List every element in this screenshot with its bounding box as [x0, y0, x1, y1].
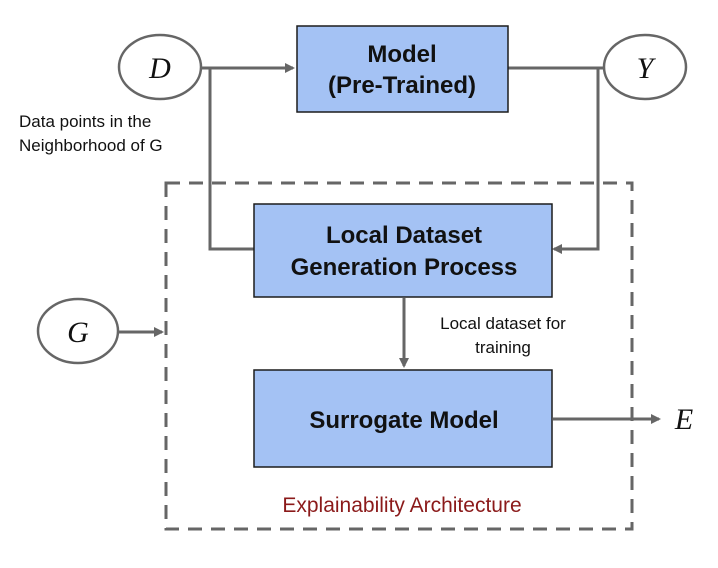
local-dataset-box-line1: Local Dataset [326, 222, 482, 249]
node-d-label: D [148, 52, 171, 85]
local-dataset-box [253, 203, 553, 298]
model-box [296, 25, 509, 113]
explainability-frame [164, 181, 634, 531]
node-y-label: Y [637, 52, 657, 85]
node-g [36, 297, 120, 365]
model-box-line2: (Pre-Trained) [328, 72, 476, 99]
node-e-label: E [674, 403, 693, 436]
explainability-label: Explainability Architecture [282, 494, 521, 517]
model-box-line1: Model [367, 41, 436, 68]
local-training-note-line1: Local dataset for [440, 314, 566, 333]
surrogate-model-box [253, 369, 553, 468]
node-g-label: G [67, 316, 89, 349]
node-d [117, 33, 203, 101]
arrow-local-to-model [208, 63, 295, 251]
neighborhood-note-line1: Data points in the [19, 112, 151, 131]
local-dataset-box-line2: Generation Process [291, 254, 518, 281]
node-y [602, 33, 688, 101]
local-training-note-line2: training [475, 338, 531, 357]
surrogate-model-box-label: Surrogate Model [309, 407, 498, 434]
neighborhood-note-line2: Neighborhood of G [19, 136, 163, 155]
arrow-model-to-local [508, 66, 600, 254]
